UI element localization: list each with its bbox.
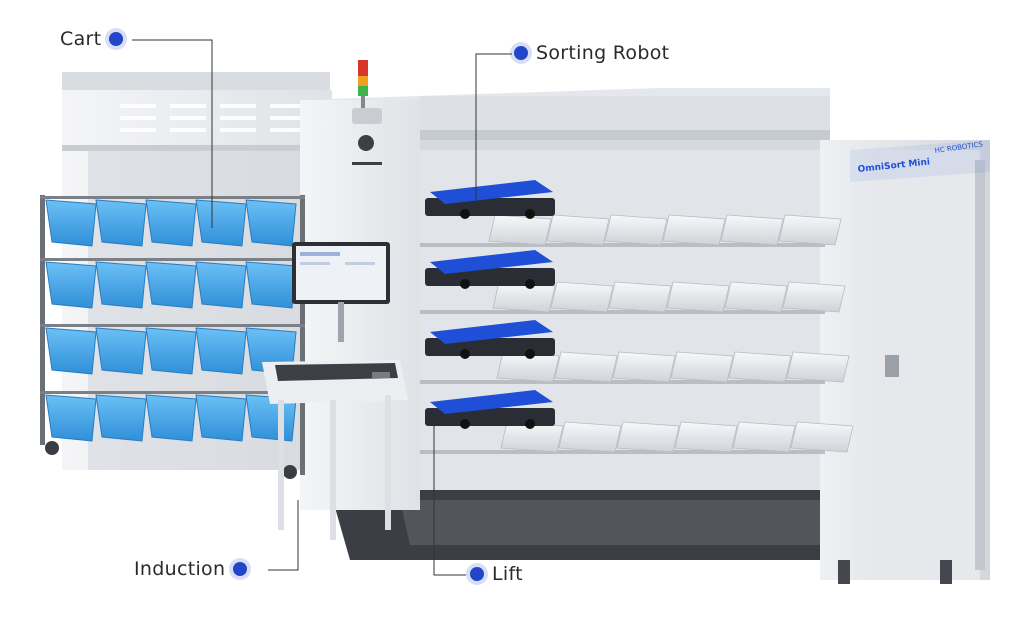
sorting-tray [662, 214, 726, 246]
shelf-rail [420, 380, 825, 384]
cart-bin [195, 261, 247, 309]
cart-bin [195, 394, 247, 442]
robot-belt [430, 390, 553, 414]
sorting-tray [724, 281, 788, 313]
cart-label: Cart [60, 28, 102, 50]
cart-bin [145, 327, 197, 375]
induction-station [262, 242, 408, 540]
cart [40, 195, 305, 479]
cart-shelf [40, 196, 305, 199]
leader-lines [132, 39, 512, 576]
sorting-tray [720, 214, 784, 246]
cart-bin [145, 261, 197, 309]
shelf-rail [420, 243, 825, 247]
brand-badge: OmniSort Mini HC ROBOTICS [850, 140, 990, 182]
cart-bin [95, 394, 147, 442]
control-panel [352, 108, 382, 165]
sorting-tray [670, 351, 734, 383]
robot-wheel [460, 279, 470, 289]
sorting-tray [778, 214, 842, 246]
sorting-tray [554, 351, 618, 383]
sorting-tray [608, 281, 672, 313]
cart-bin [195, 199, 247, 247]
sorting-trays [420, 214, 854, 454]
induction-callout: Induction [134, 558, 248, 580]
cart-shelf [40, 258, 305, 261]
induction-leader-line [268, 500, 299, 571]
cart-leader-line [132, 39, 213, 228]
sorting-tray [674, 421, 738, 453]
sorting-tray [790, 421, 854, 453]
cart-bin [95, 199, 147, 247]
signal-light [358, 60, 368, 108]
cart-callout: Cart [60, 28, 124, 50]
cart-bin [95, 327, 147, 375]
cart-bin [95, 261, 147, 309]
lift-marker-dot [470, 567, 484, 581]
sorting-tray [728, 351, 792, 383]
robot-wheel [525, 419, 535, 429]
cart-bin [45, 261, 97, 309]
robot-belt [430, 320, 553, 344]
sorting-tray [550, 281, 614, 313]
cart-bin [145, 199, 197, 247]
robot-wheel [460, 209, 470, 219]
cart-bin [145, 394, 197, 442]
cart-shelf [40, 391, 305, 394]
sorting-tray [612, 351, 676, 383]
cart-bin [195, 327, 247, 375]
sorting-tray [616, 421, 680, 453]
cart-bin [45, 327, 97, 375]
sorting-tray [666, 281, 730, 313]
robot-wheel [525, 349, 535, 359]
robot-wheel [525, 279, 535, 289]
sorting-robot-marker-dot [514, 46, 528, 60]
shelf-rail [420, 450, 825, 454]
cart-bin [245, 199, 297, 247]
sorting-tray [488, 214, 552, 246]
induction-marker-dot [233, 562, 248, 576]
sorting-robot-label: Sorting Robot [536, 42, 670, 64]
sorting-tray [492, 281, 556, 313]
lift-label: Lift [492, 563, 523, 585]
lift-callout: Lift [470, 563, 523, 585]
induction-label: Induction [134, 558, 226, 580]
sorting-tray [546, 214, 610, 246]
robot-belt [430, 250, 553, 274]
sorting-tray [732, 421, 796, 453]
sorting-tray [782, 281, 846, 313]
robot-wheel [460, 349, 470, 359]
sorting-robots [425, 180, 555, 429]
robot-wheel [525, 209, 535, 219]
base-frame [330, 490, 880, 560]
shelf-rail [420, 310, 825, 314]
sorting-robot-callout: Sorting Robot [514, 42, 669, 64]
sorting-tray [786, 351, 850, 383]
sorting-robot-leader-line [475, 53, 512, 200]
cart-bin [245, 261, 297, 309]
sorting-tray [558, 421, 622, 453]
lift-leader-line [433, 420, 466, 576]
sorting-tray [604, 214, 668, 246]
cart-bin [45, 199, 97, 247]
robot-belt [430, 180, 553, 204]
cart-marker-dot [109, 32, 124, 46]
cart-shelf [40, 324, 305, 327]
cart-bin [45, 394, 97, 442]
robot-wheel [460, 419, 470, 429]
